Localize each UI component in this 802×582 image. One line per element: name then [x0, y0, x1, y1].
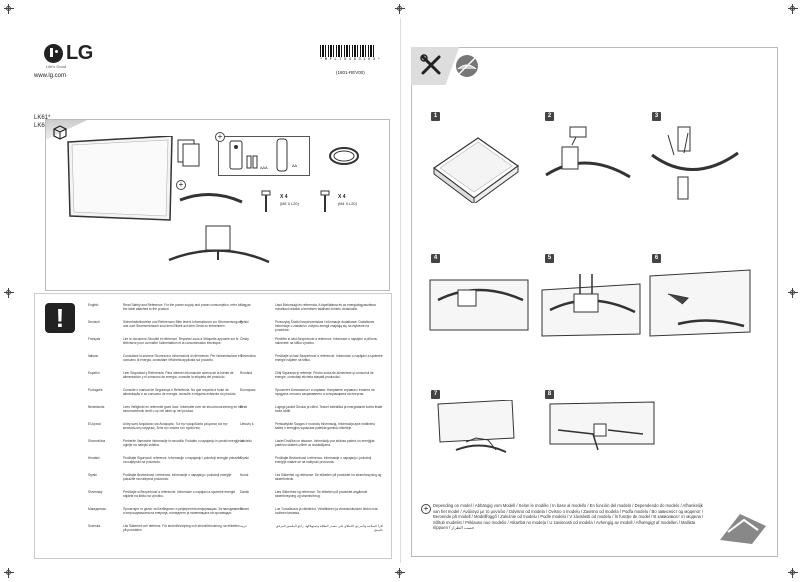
- screw-size: (M4 X L20): [338, 202, 357, 206]
- assembly-panel: [411, 47, 778, 557]
- barcode-text: * M F L 7 0 4 6 3 1 0 3 *: [320, 58, 381, 62]
- brand-tagline: Life's Good: [46, 64, 67, 69]
- step-3-illustration: [651, 126, 739, 200]
- website-url: www.lg.com: [34, 73, 67, 79]
- recycle-icon: [720, 514, 766, 544]
- package-icon: [50, 122, 70, 142]
- screw-icon: [320, 190, 330, 212]
- battery-icon: [246, 155, 258, 169]
- registration-mark: [395, 568, 405, 578]
- depending-on-model-note: Depending on model / Abhängig vom Modell…: [433, 503, 704, 531]
- step-4-number: 4: [431, 254, 440, 263]
- step-6-illustration: [649, 269, 751, 337]
- step-1-illustration: [432, 137, 520, 203]
- remote-icon: [229, 140, 243, 170]
- stand-base-icon: [179, 192, 243, 204]
- power-cable-icon: [329, 147, 359, 165]
- stand-assembly-icon: [168, 225, 270, 264]
- screw-count: X 4: [280, 194, 288, 200]
- plus-icon: +: [421, 504, 431, 514]
- brand-name: LG: [66, 42, 93, 64]
- step-6-number: 6: [652, 254, 661, 263]
- step-8-number: 8: [545, 390, 554, 399]
- safety-panel: [34, 293, 392, 559]
- registration-mark: [4, 288, 14, 298]
- remote-battery-label: AA: [292, 164, 298, 168]
- model-list: LK61* LK62*: [34, 114, 50, 130]
- page-divider: [400, 18, 401, 563]
- step-5-illustration: [541, 274, 641, 337]
- step-3-number: 3: [652, 112, 661, 121]
- screw-count: X 4: [338, 194, 346, 200]
- registration-mark: [788, 288, 798, 298]
- screw-icon: [261, 190, 271, 212]
- soft-surface-icon: [456, 55, 478, 77]
- lg-logo-icon: [44, 44, 63, 63]
- tv-illustration: [67, 136, 173, 221]
- step-2-number: 2: [545, 112, 554, 121]
- plus-icon: +: [176, 180, 186, 190]
- model-name: LK61*: [34, 115, 51, 121]
- registration-mark: [788, 568, 798, 578]
- step-7-number: 7: [431, 390, 440, 399]
- step-5-number: 5: [545, 254, 554, 263]
- step-8-illustration: [549, 401, 655, 451]
- optional-accessories-box: [218, 136, 310, 176]
- accessories-panel: + AAA AA + X 4 (M5 X L20) X 4 (M4 X L20): [45, 119, 390, 291]
- part-number: (1801-REV00): [336, 70, 365, 75]
- battery-label: AAA: [260, 166, 268, 170]
- plus-icon: +: [215, 132, 225, 142]
- barcode: [320, 45, 376, 57]
- model-name: LK62*: [34, 123, 51, 129]
- screw-size: (M5 X L20): [280, 202, 299, 206]
- registration-mark: [395, 4, 405, 14]
- warning-icon: !: [45, 303, 75, 333]
- registration-mark: [4, 4, 14, 14]
- language-item: Lietuvių k.Perskaitykite Saugos ir nuoro…: [240, 422, 376, 430]
- registration-mark: [4, 568, 14, 578]
- manual-icon: [177, 139, 200, 167]
- tools-icon: [419, 53, 444, 78]
- step-2-illustration: [545, 126, 631, 179]
- step-4-illustration: [429, 279, 529, 331]
- remote-icon-2: [276, 138, 288, 172]
- step-1-number: 1: [431, 112, 440, 121]
- registration-mark: [788, 4, 798, 14]
- step-7-illustration: [437, 400, 515, 453]
